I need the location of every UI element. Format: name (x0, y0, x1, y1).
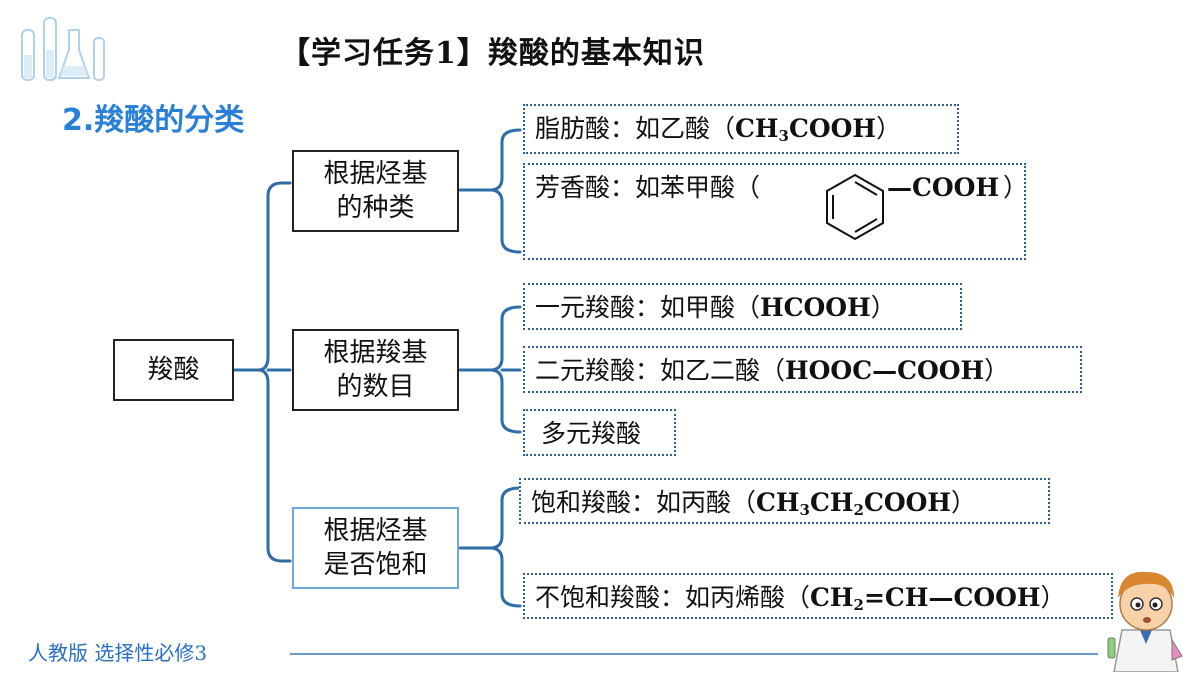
leaf-saturated-acid: 饱和羧酸：如丙酸（CH3CH2COOH） (519, 478, 1050, 524)
leaf-aliphatic-acid: 脂肪酸：如乙酸（CH3COOH） (523, 104, 959, 154)
leaf-aromatic-acid: 芳香酸：如苯甲酸（ —COOH ） (523, 163, 1028, 260)
group-label-line1: 根据烃基 (323, 159, 428, 189)
footer-edition: 人教版 选择性必修3 (28, 641, 208, 665)
group-label-line1: 根据烃基 (323, 516, 428, 546)
benzene-ring-icon (826, 173, 884, 241)
scientist-cartoon-icon (1107, 571, 1183, 672)
section-heading: 2.羧酸的分类 (62, 103, 245, 138)
group-label-line2: 的种类 (336, 193, 415, 223)
group-node-hydrocarbon-type: 根据烃基 的种类 (292, 150, 459, 232)
footer-divider (290, 653, 1098, 655)
group-label-line2: 是否饱和 (323, 550, 428, 580)
formula-suffix: —COOH (887, 173, 1000, 202)
leaf-monocarboxylic-acid: 一元羧酸：如甲酸（HCOOH） (523, 283, 962, 330)
page-title: 【学习任务1】羧酸的基本知识 (280, 36, 705, 71)
group-node-carboxyl-count: 根据羧基 的数目 (292, 329, 459, 411)
formula: CH2=CH—COOH (810, 583, 1041, 614)
formula: CH3COOH (735, 114, 877, 145)
root-node: 羧酸 (113, 339, 234, 401)
formula: CH3CH2COOH (756, 488, 952, 519)
leaf-polycarboxylic-acid: 多元羧酸 (523, 409, 676, 456)
root-label: 羧酸 (147, 355, 200, 385)
group-node-saturation: 根据烃基 是否饱和 (292, 507, 459, 589)
group-label-line2: 的数目 (336, 372, 415, 402)
lab-glassware-icon (21, 17, 105, 81)
leaf-unsaturated-acid: 不饱和羧酸：如丙烯酸（CH2=CH—COOH） (523, 573, 1113, 619)
leaf-dicarboxylic-acid: 二元羧酸：如乙二酸（HOOC—COOH） (523, 346, 1082, 393)
group-label-line1: 根据羧基 (323, 338, 428, 368)
